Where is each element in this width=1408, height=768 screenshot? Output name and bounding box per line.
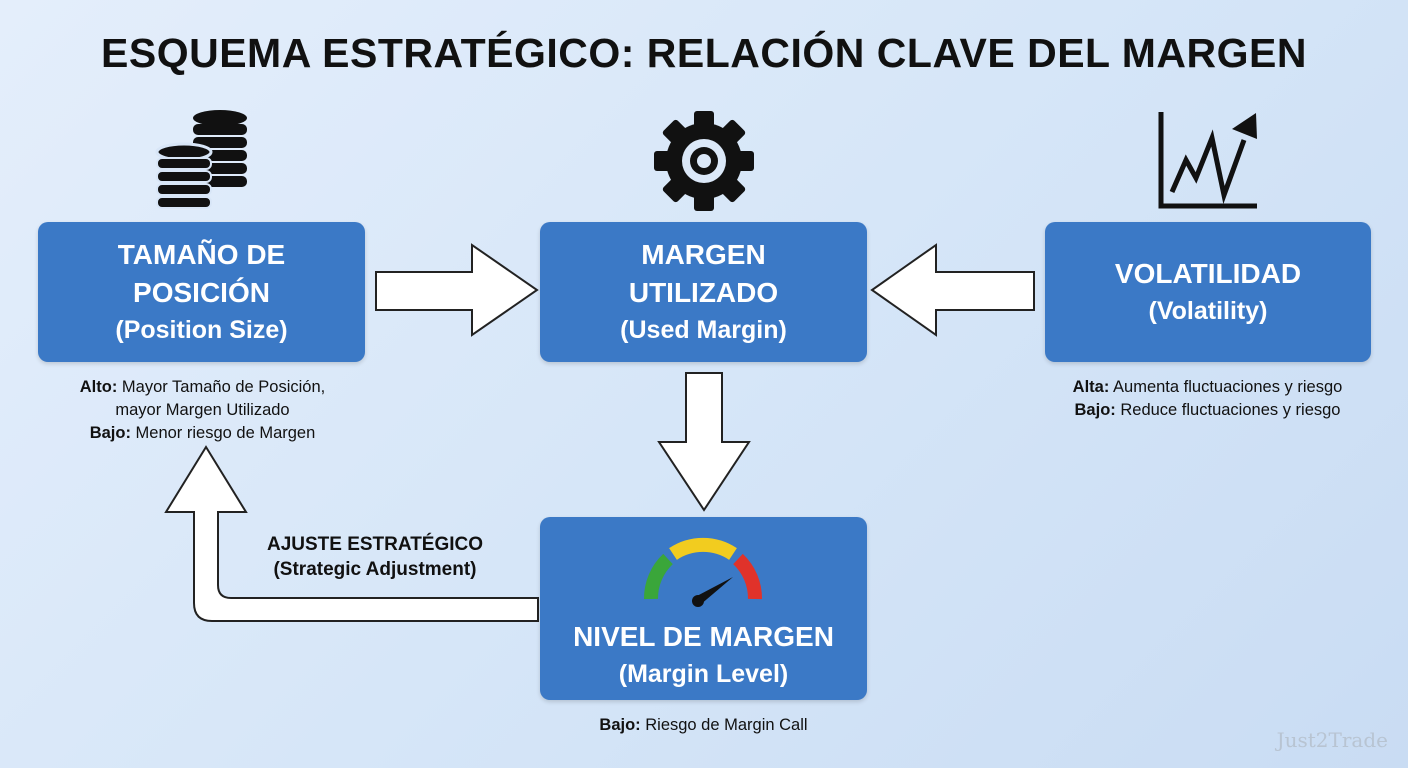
node-subtitle: (Margin Level) — [618, 660, 789, 688]
node-position-size: TAMAÑO DE POSICIÓN (Position Size) — [38, 222, 365, 362]
strategic-adjustment-label: AJUSTE ESTRATÉGICO (Strategic Adjustment… — [240, 532, 510, 582]
note-text: Mayor Tamaño de Posición, — [117, 378, 326, 396]
note-text: Riesgo de Margin Call — [640, 716, 808, 734]
note-text: mayor Margen Utilizado — [115, 401, 290, 419]
adjustment-title: AJUSTE ESTRATÉGICO — [266, 534, 484, 555]
note-label: Bajo: — [599, 716, 641, 734]
coins-stack-icon — [155, 110, 247, 209]
node-title-line: NIVEL DE MARGEN — [573, 621, 834, 652]
note-label: Alto: — [79, 378, 118, 396]
node-title-line: POSICIÓN — [133, 277, 270, 308]
page-title: ESQUEMA ESTRATÉGICO: RELACIÓN CLAVE DEL … — [101, 30, 1307, 76]
rising-chart-icon — [1158, 112, 1257, 209]
note-margin-level: Bajo: Riesgo de Margin Call — [540, 714, 867, 737]
note-text: Reduce fluctuaciones y riesgo — [1115, 401, 1341, 419]
node-title-line: UTILIZADO — [628, 277, 779, 308]
node-subtitle: (Used Margin) — [620, 316, 787, 344]
adjustment-subtitle: (Strategic Adjustment) — [273, 559, 477, 580]
note-position-size: Alto: Mayor Tamaño de Posición, mayor Ma… — [30, 376, 375, 445]
node-margin-level: NIVEL DE MARGEN (Margin Level) — [540, 517, 867, 700]
node-used-margin: MARGEN UTILIZADO (Used Margin) — [540, 222, 867, 362]
note-text: Aumenta fluctuaciones y riesgo — [1109, 378, 1343, 396]
arrow-position-to-margin — [375, 243, 539, 337]
note-label: Alta: — [1072, 378, 1110, 396]
node-title-line: VOLATILIDAD — [1114, 258, 1302, 289]
note-label: Bajo: — [1074, 401, 1116, 419]
arrow-strategic-adjustment — [164, 445, 539, 622]
node-subtitle: (Volatility) — [1148, 297, 1268, 325]
note-label: Bajo: — [89, 424, 131, 442]
note-volatility: Alta: Aumenta fluctuaciones y riesgo Baj… — [1030, 376, 1385, 422]
watermark: Just2Trade — [1276, 728, 1388, 752]
note-text: Menor riesgo de Margen — [130, 424, 316, 442]
node-title-line: MARGEN — [641, 239, 766, 270]
arrow-volatility-to-margin — [870, 243, 1035, 337]
arrow-margin-to-level — [657, 372, 751, 512]
node-volatility: VOLATILIDAD (Volatility) — [1045, 222, 1371, 362]
gauge-icon — [643, 537, 763, 607]
node-subtitle: (Position Size) — [115, 316, 288, 344]
node-title-line: TAMAÑO DE — [117, 239, 286, 270]
gear-icon — [654, 111, 754, 211]
